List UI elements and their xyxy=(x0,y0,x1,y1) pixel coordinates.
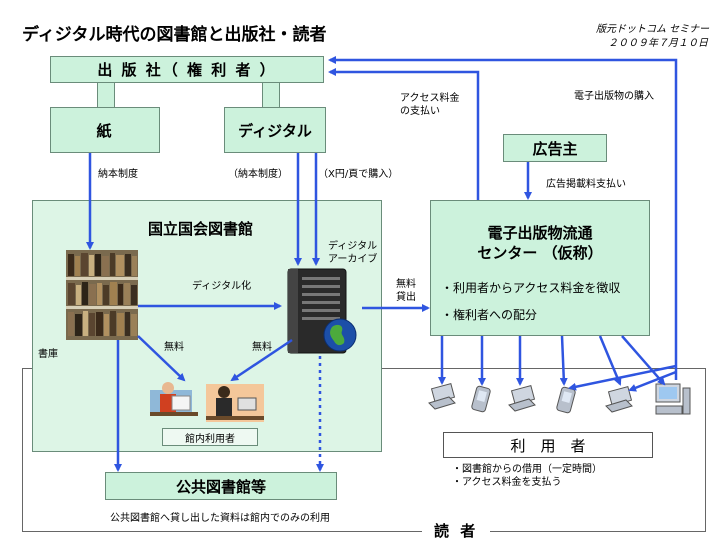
digital-archive-server-icon xyxy=(287,268,357,354)
label-ebook-purchase: 電子出版物の購入 xyxy=(574,91,654,102)
label-free-left: 無料 xyxy=(164,342,184,353)
desktop-pc-icon xyxy=(655,383,691,415)
ndl-title: 国立国会図書館 xyxy=(148,220,254,238)
paper-box: 紙 xyxy=(50,107,160,153)
label-access-fee: アクセス料金 の支払い xyxy=(400,93,460,117)
label-stacks: 書庫 xyxy=(38,349,58,360)
arrow-stacks-to-readers xyxy=(137,335,186,382)
arrow-center-to-device-4 xyxy=(559,335,568,386)
pda-icon xyxy=(556,386,576,414)
label-free-lend: 無料 貸出 xyxy=(396,279,416,303)
arrow-center-to-device-5 xyxy=(598,335,622,386)
center-item-fee: ・利用者からアクセス料金を徴収 xyxy=(441,281,621,295)
arrow-desktop-to-device-1 xyxy=(568,364,677,391)
source-label: 版元ドットコム セミナー xyxy=(596,24,710,35)
laptop-icon xyxy=(428,383,456,410)
pda-icon xyxy=(471,385,491,413)
label-deposit: 納本制度 xyxy=(98,169,138,180)
label-free-right: 無料 xyxy=(252,342,272,353)
label-purchase: （X円/頁で購入） xyxy=(318,169,399,180)
digital-box: ディジタル xyxy=(224,107,326,153)
in-library-users-box: 館内利用者 xyxy=(162,428,258,446)
label-ad-fee: 広告掲載料支払い xyxy=(546,179,626,190)
arrow-archive-to-readers xyxy=(230,338,293,382)
page-title: ディジタル時代の図書館と出版社・読者 xyxy=(22,25,327,45)
laptop-icon xyxy=(605,386,633,413)
readers-label: 読 者 xyxy=(422,520,491,541)
users-box: 利 用 者 xyxy=(443,432,653,458)
center-item-distribution: ・権利者への配分 xyxy=(441,308,538,322)
arrow-desktop-to-device-2 xyxy=(628,370,677,392)
bookshelf-image xyxy=(66,250,138,340)
arrow-center-to-device-6 xyxy=(621,335,666,386)
arrow-access-fee xyxy=(328,68,480,200)
in-library-readers-illustration xyxy=(150,382,264,422)
users-note-pay: ・アクセス料金を支払う xyxy=(452,477,562,488)
users-note-borrow: ・図書館からの借用（一定時間） xyxy=(452,464,602,475)
advertiser-box: 広告主 xyxy=(503,134,607,162)
arrow-ebook-purchase xyxy=(328,56,678,380)
distribution-center-box: 電子出版物流通 センター （仮称） ・利用者からアクセス料金を徴収 ・権利者への… xyxy=(430,200,650,336)
laptop-icon xyxy=(508,385,536,412)
label-digital-archive: ディジタル アーカイブ xyxy=(328,241,378,265)
public-library-note: 公共図書館へ貸し出した資料は館内でのみの利用 xyxy=(110,513,330,524)
date-label: ２００９年７月１０日 xyxy=(608,38,708,49)
publisher-box: 出 版 社（ 権 利 者 ） xyxy=(50,56,324,83)
label-digitization: ディジタル化 xyxy=(192,281,252,292)
public-library-box: 公共図書館等 xyxy=(105,472,337,500)
center-title: 電子出版物流通 センター （仮称） xyxy=(477,224,603,262)
label-deposit-paren: （納本制度） xyxy=(228,169,288,180)
